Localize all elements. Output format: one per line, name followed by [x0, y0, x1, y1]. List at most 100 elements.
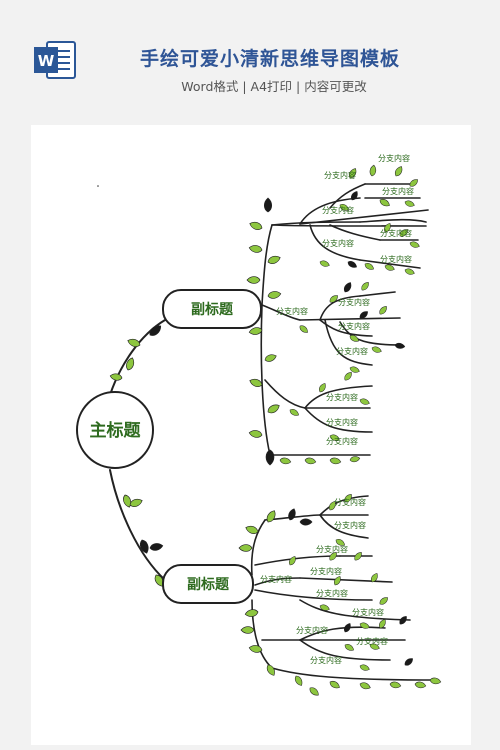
leaf-icon [408, 240, 421, 250]
leaf-icon [238, 543, 253, 553]
document-page: 主标题 副标题 副标题 分支内容 分支内容 分支内容 分支内容 分支内容 分支内… [31, 125, 471, 745]
sub-topic-node-1[interactable]: 副标题 [162, 289, 262, 329]
leaf-icon [428, 676, 442, 686]
branch-label: 分支内容 [326, 392, 358, 402]
sub-topic-node-2[interactable]: 副标题 [162, 564, 254, 604]
leaf-icon [378, 196, 392, 209]
leaf-icon [346, 259, 359, 270]
leaf-icon [349, 455, 361, 464]
document-subtitle: Word格式 | A4打印 | 内容可更改 [181, 79, 367, 94]
leaf-icon [358, 397, 371, 407]
lower-branch-labels: 分支内容 分支内容 分支内容 分支内容 分支内容 分支内容 分支内容 分支内容 … [260, 497, 388, 665]
leaf-icon [264, 662, 278, 678]
leaf-icon [318, 259, 331, 269]
leaf-icon [287, 554, 298, 567]
leaf-icon [278, 456, 292, 466]
branch-label: 分支内容 [338, 297, 370, 307]
speck [97, 185, 99, 187]
leaf-icon [243, 607, 260, 619]
leaf-icon [292, 674, 305, 688]
branch-label: 分支内容 [380, 228, 412, 238]
page-header: W 手绘可爱小清新思维导图模板 Word格式 | A4打印 | 内容可更改 [0, 0, 500, 110]
leaf-icon [342, 370, 354, 383]
leaf-icon [332, 574, 343, 587]
leaf-icon [121, 493, 134, 510]
leaf-icon [247, 325, 264, 337]
leaf-icon [402, 656, 415, 668]
branch-label: 分支内容 [276, 306, 308, 316]
leaf-icon [413, 680, 427, 690]
branch-label: 分支内容 [326, 436, 358, 446]
branch-label: 分支内容 [310, 566, 342, 576]
leaf-icon [377, 595, 390, 607]
leaf-icon [240, 625, 255, 635]
sub-topic-2-label: 副标题 [187, 576, 230, 593]
leaf-icon [246, 275, 261, 285]
branch-label: 分支内容 [316, 588, 348, 598]
leaf-icon [368, 164, 378, 178]
leaf-icon [247, 243, 264, 255]
branch-label: 分支内容 [378, 153, 410, 163]
leaf-icon [392, 164, 405, 178]
document-title: 手绘可爱小清新思维导图模板 [139, 48, 400, 70]
branch-label: 分支内容 [336, 346, 368, 356]
leaf-icon [137, 538, 151, 556]
leaf-icon [286, 507, 298, 522]
branch-label: 分支内容 [356, 636, 388, 646]
branch-label: 分支内容 [310, 655, 342, 665]
branch-label: 分支内容 [352, 607, 384, 617]
mind-map: 主标题 副标题 副标题 分支内容 分支内容 分支内容 分支内容 分支内容 分支内… [76, 153, 442, 698]
leaf-icon [288, 407, 301, 418]
leaf-icon [264, 508, 279, 525]
leaf-icon [343, 642, 356, 653]
leaf-icon [359, 280, 371, 293]
leaf-icon [403, 199, 416, 209]
upper-branch-lines [260, 183, 429, 456]
leaf-icon [128, 496, 145, 509]
leaf-icon [349, 189, 360, 202]
branch-label: 分支内容 [334, 497, 366, 507]
leaf-icon [265, 401, 282, 416]
leaf-icon [403, 267, 416, 277]
leaf-decorations [109, 164, 442, 698]
leaf-icon [307, 685, 321, 698]
leaf-icon [317, 381, 328, 394]
sub-topic-1-label: 副标题 [191, 301, 234, 318]
leaf-icon [388, 680, 402, 690]
leaf-icon [358, 621, 371, 631]
leaf-icon [299, 518, 313, 526]
leaf-icon [297, 323, 310, 335]
leaf-icon [125, 336, 142, 349]
leaf-icon [247, 376, 264, 389]
leaf-icon [358, 663, 371, 673]
leaf-icon [328, 456, 342, 466]
leaf-icon [247, 219, 264, 232]
leaf-icon [303, 456, 317, 466]
leaf-icon [247, 428, 264, 440]
branch-label: 分支内容 [334, 520, 366, 530]
leaf-icon [328, 678, 342, 691]
branch-label: 分支内容 [326, 417, 358, 427]
word-icon: W [34, 41, 76, 79]
main-connectors [109, 319, 166, 581]
leaf-icon [358, 680, 372, 692]
branch-label: 分支内容 [316, 544, 348, 554]
branch-label: 分支内容 [296, 625, 328, 635]
main-topic-node[interactable]: 主标题 [76, 391, 154, 469]
leaf-icon [148, 541, 165, 553]
leaf-icon [266, 289, 283, 301]
leaf-icon [341, 280, 354, 294]
upper-branch-labels: 分支内容 分支内容 分支内容 分支内容 分支内容 分支内容 分支内容 分支内容 … [276, 153, 414, 446]
main-topic-label: 主标题 [90, 420, 142, 441]
leaf-icon [370, 345, 383, 355]
branch-label: 分支内容 [322, 238, 354, 248]
branch-label: 分支内容 [380, 254, 412, 264]
branch-label: 分支内容 [324, 170, 356, 180]
lower-branch-lines [250, 495, 439, 681]
leaf-icon [377, 304, 389, 317]
leaf-icon [394, 341, 406, 350]
leaf-icon [263, 197, 273, 213]
leaf-icon [265, 449, 275, 466]
leaf-icon [363, 261, 376, 272]
leaf-icon [263, 352, 278, 364]
